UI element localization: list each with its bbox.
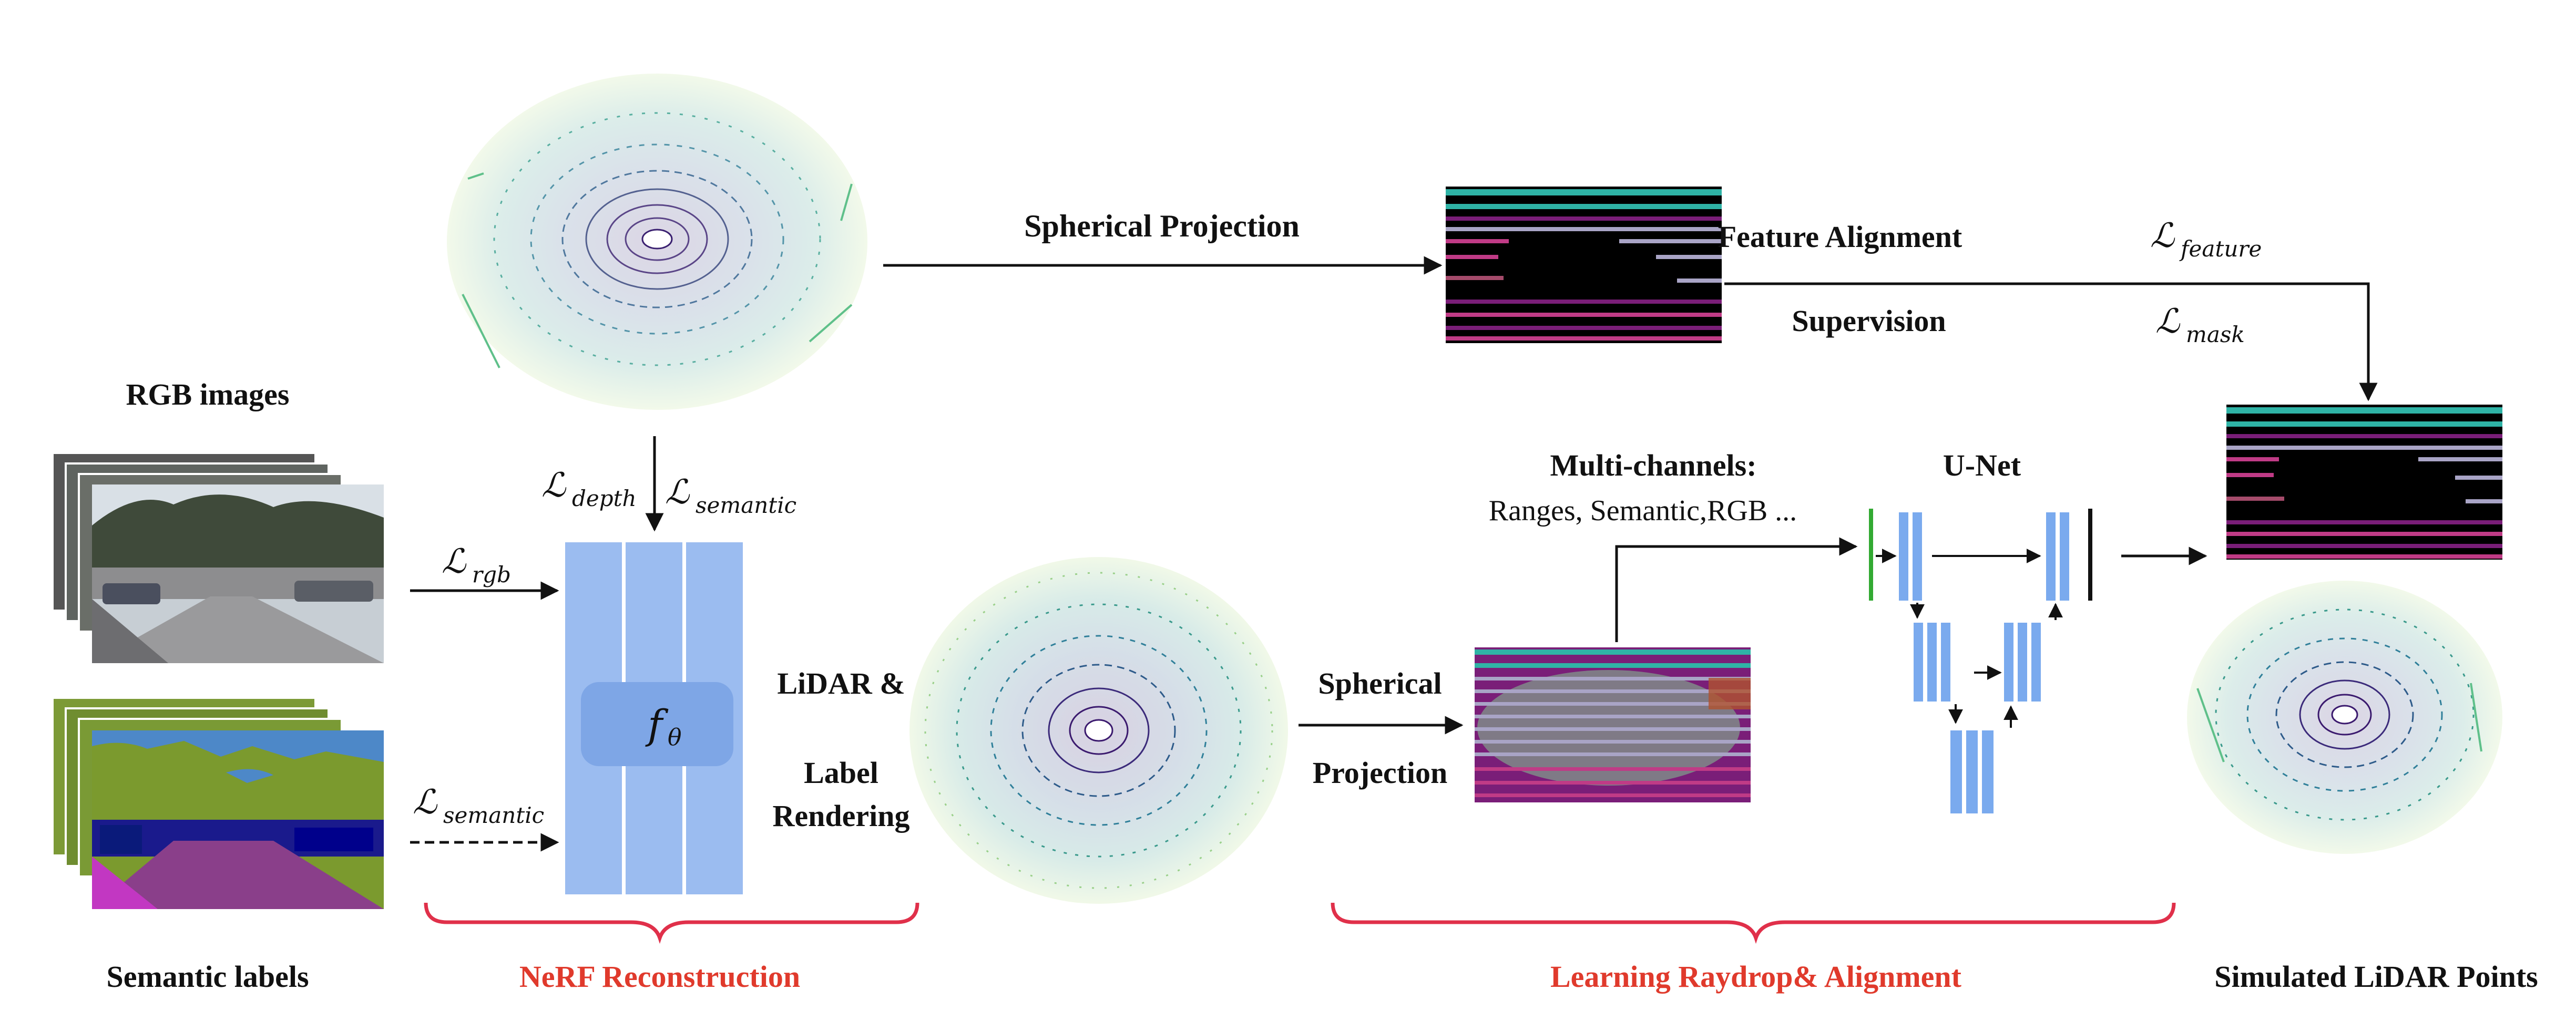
projection-label: Projection [1313, 756, 1448, 790]
unet-label: U-Net [1943, 448, 2021, 482]
semantic-image-front [92, 730, 384, 909]
loss-depth-symbol: ℒ [541, 466, 567, 505]
rgb-images-label: RGB images [126, 377, 290, 411]
nerf-function-sub: θ [668, 724, 682, 751]
spherical-label: Spherical [1318, 666, 1442, 700]
loss-depth-sub: depth [572, 486, 637, 511]
nerf-network-block: f θ [565, 542, 743, 894]
nerf-reconstruction-label: NeRF Reconstruction [519, 960, 800, 994]
simulated-lidar-point-cloud [2187, 581, 2502, 854]
simulated-lidar-points-label: Simulated LiDAR Points [2214, 960, 2538, 994]
loss-feature-symbol: ℒ [2150, 216, 2175, 255]
output-range-image [2226, 405, 2502, 560]
rendering-label: Rendering [773, 799, 910, 833]
unet-diagram [1869, 509, 2207, 813]
loss-feature-sub: feature [2179, 236, 2262, 262]
loss-rgb-sub: rgb [472, 562, 511, 587]
loss-semantic-symbol: ℒ [665, 473, 690, 512]
gt-lidar-point-cloud [447, 74, 867, 410]
loss-semantic2-symbol: ℒ [413, 783, 438, 822]
supervision-label: Supervision [1792, 304, 1946, 338]
multichannel-range-image [1475, 647, 1751, 802]
multi-channels-list: Ranges, Semantic,RGB ... [1489, 494, 1797, 527]
rgb-image-front [92, 484, 384, 663]
multi-channels-title: Multi-channels: [1550, 448, 1756, 482]
raydrop-alignment-label: Learning Raydrop& Alignment [1550, 960, 1962, 994]
loss-mask-sub: mask [2186, 322, 2245, 347]
loss-semantic-sub: semantic [696, 492, 796, 518]
nerf-brace [424, 902, 919, 944]
rgb-image-stack [52, 452, 384, 663]
semantic-label-stack [52, 697, 384, 909]
label-label: Label [804, 756, 878, 790]
semantic-labels-label: Semantic labels [106, 960, 309, 994]
rendered-lidar-point-cloud [909, 557, 1288, 904]
loss-rgb-symbol: ℒ [442, 542, 467, 581]
spherical-projection-top-label: Spherical Projection [1024, 209, 1300, 243]
raydrop-brace [1331, 902, 2176, 944]
feature-alignment-label: Feature Alignment [1718, 220, 1962, 254]
supervision-arrow [1724, 282, 2378, 401]
to-unet-arrow [1615, 537, 1858, 642]
lidar-and-label: LiDAR & [777, 666, 905, 700]
loss-semantic2-sub: semantic [443, 802, 544, 828]
gt-range-image [1446, 187, 1722, 343]
loss-mask-symbol: ℒ [2155, 302, 2181, 341]
